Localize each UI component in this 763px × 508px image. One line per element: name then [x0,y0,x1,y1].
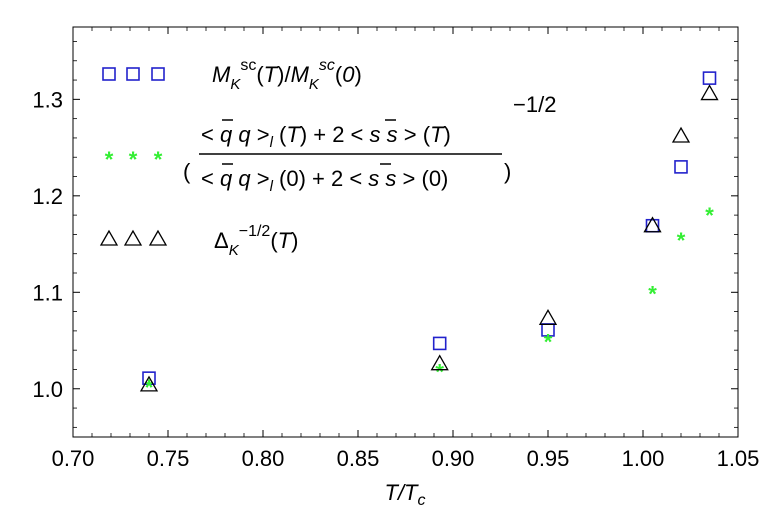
legend: * * * MKsc(T)/MKsc(0) ( ) < q q >l (T) + 2… [99,57,556,259]
y-tick-label: 1.1 [32,280,63,305]
legend-marker-cond: * [129,147,138,172]
x-tick-label: 0.80 [242,446,285,471]
legend-marker-cond: * [154,147,163,172]
data-marks: * * * * * * [139,71,719,400]
legend-marker-mk [102,67,116,81]
legend-markers: * * * [99,67,168,246]
y-tick-label: 1.0 [32,377,63,402]
svg-text:(: ( [183,159,191,184]
legend-label-mk: MKsc(T)/MKsc(0) [212,57,362,93]
point-cond: * [648,281,657,306]
x-tick-label: 0.90 [432,446,475,471]
x-tick-label: 1.05 [717,446,760,471]
point-cond: * [435,359,444,384]
point-delta [139,375,159,392]
x-tick-label: 1.00 [622,446,665,471]
point-mk [142,371,156,385]
point-mk [432,336,447,351]
x-tick-label: 0.85 [337,446,380,471]
point-cond: * [677,228,686,253]
plot-frame [72,26,739,438]
point-delta [671,126,691,143]
point-delta [430,354,449,371]
legend-label-cond: ( ) < q q >l (T) + 2 < s s > (T) < q q >… [183,92,556,195]
legend-marker-delta [123,229,143,246]
svg-text:< q q >l (0) + 2 < s s > (0): < q q >l (0) + 2 < s s > (0) [201,166,448,195]
point-delta [700,84,719,101]
point-delta [643,216,662,233]
point-cond: * [705,203,714,228]
y-tick-label: 1.2 [32,184,63,209]
x-tick-label: 0.95 [527,446,570,471]
point-delta [538,309,558,325]
legend-marker-delta [99,229,119,246]
point-mk [674,160,688,174]
x-tick-label: 0.75 [147,446,190,471]
svg-text:): ) [504,159,511,184]
point-cond: * [544,330,553,355]
legend-marker-delta [148,229,168,246]
svg-text:−1/2: −1/2 [513,92,556,117]
y-axis: 1.0 1.1 1.2 1.3 [32,41,738,428]
point-cond: * [145,375,154,400]
x-axis-title: T/Tc [385,480,426,508]
point-mk [702,71,717,85]
legend-marker-mk [151,67,165,81]
legend-marker-mk [126,67,140,81]
legend-label-delta: ΔK−1/2(T) [214,223,298,259]
x-tick-label: 0.70 [52,446,95,471]
legend-marker-cond: * [105,147,114,172]
svg-text:< q q >l (T) + 2 < s s > (T): < q q >l (T) + 2 < s s > (T) [201,122,451,151]
x-axis: 0.70 0.75 0.80 0.85 0.90 0.95 1.00 1.05 [52,27,760,471]
y-tick-label: 1.3 [32,87,63,112]
